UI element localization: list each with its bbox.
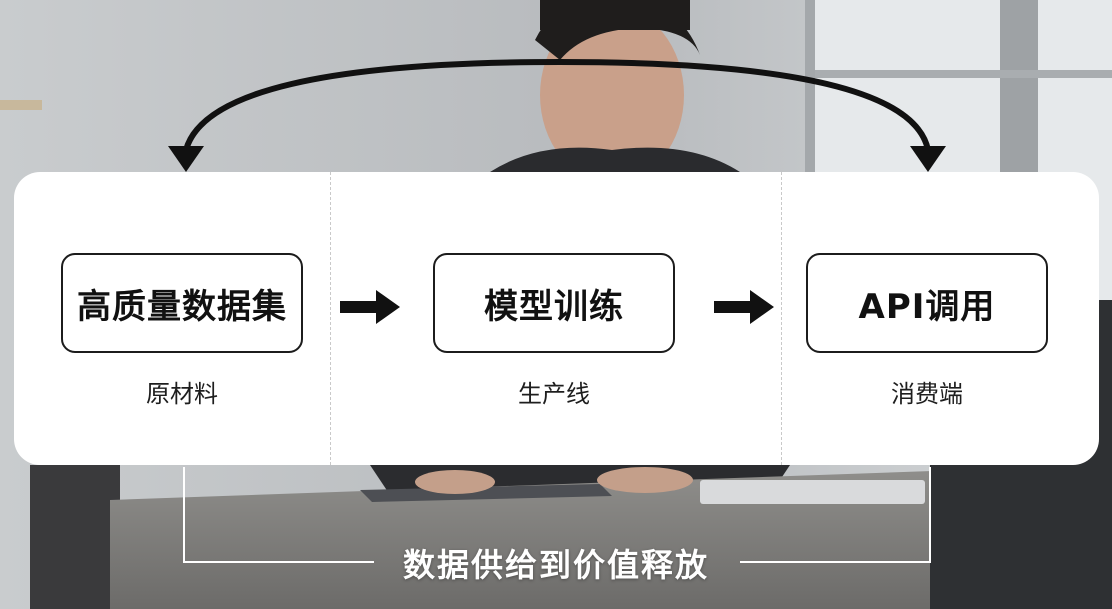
right-arrow-icon bbox=[340, 290, 400, 324]
stage-box-training: 模型训练 bbox=[433, 253, 675, 353]
stage-title-api: API调用 bbox=[858, 286, 996, 327]
stage-box-api: API调用 bbox=[806, 253, 1048, 353]
divider-2 bbox=[781, 172, 782, 465]
pipeline-panel: 高质量数据集 原材料 模型训练 生产线 API调用 消费端 bbox=[14, 172, 1099, 465]
divider-1 bbox=[330, 172, 331, 465]
stage-subtitle-dataset: 原材料 bbox=[146, 380, 218, 408]
stage-subtitle-api: 消费端 bbox=[891, 380, 963, 408]
bottom-caption: 数据供给到价值释放 bbox=[402, 546, 709, 584]
stage-subtitle-training: 生产线 bbox=[518, 380, 590, 408]
stage-box-dataset: 高质量数据集 bbox=[61, 253, 303, 353]
right-arrow-icon bbox=[714, 290, 774, 324]
stage-title-training: 模型训练 bbox=[484, 286, 624, 327]
stage-title-dataset: 高质量数据集 bbox=[77, 286, 287, 327]
